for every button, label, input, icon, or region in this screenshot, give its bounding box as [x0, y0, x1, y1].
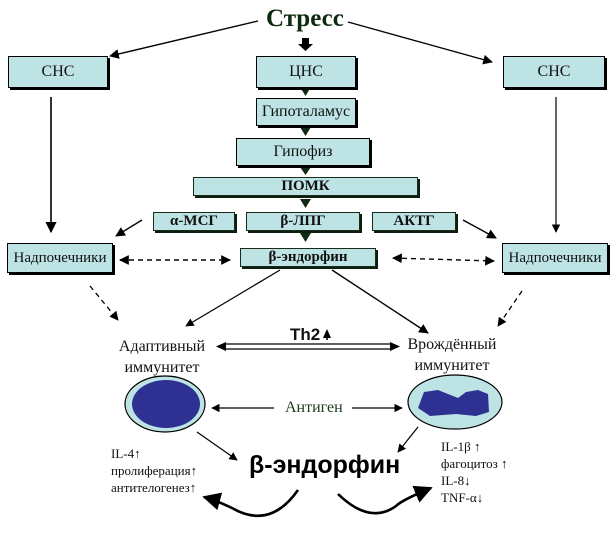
adaptive-effect-item: антителогенез↑ [111, 480, 197, 495]
arrow-hypothalamus-to-pituitary [300, 127, 311, 136]
beta-lph-box: β-ЛПГ [246, 212, 360, 231]
adaptive-line2: иммунитет [124, 359, 200, 376]
sns-right-box: СНС [503, 56, 605, 88]
innate-line2: иммунитет [414, 357, 490, 374]
arrow-endorphin-to-adaptive [185, 269, 281, 327]
arrow-cns-to-hypothalamus [300, 87, 311, 96]
adaptive-immunity-label: Адаптивный иммунитет [112, 336, 212, 378]
innate-effect-item: IL-8↓ [441, 473, 471, 488]
arrow-acth-to-adrenals [462, 219, 497, 239]
dashed-arrow-adrenals-to-adaptive [89, 285, 119, 321]
arrow-stress-to-cns [298, 38, 313, 51]
adaptive-line1: Адаптивный [118, 338, 206, 355]
innate-line1: Врождённый [407, 336, 497, 353]
antigen-label: Антиген [285, 399, 343, 416]
adrenals-right-box: Надпочечники [502, 243, 608, 273]
dashed-arrow-right-endorphin-adrenals [392, 253, 495, 266]
stress-title: Стресс [266, 5, 344, 32]
double-arrow-th2 [216, 342, 400, 351]
center-beta-endorphin-label: β-эндорфин [249, 451, 401, 479]
innate-effect-item: TNF-α↓ [441, 490, 484, 505]
beta-endorphin-box: β-эндорфин [240, 248, 376, 267]
curved-arrow-endorphin-to-adaptive-effects [202, 489, 300, 517]
arrow-pomc-to-beta-lph [300, 199, 311, 208]
arrow-beta-lph-to-endorphin [300, 233, 311, 242]
innate-cell-neutrophil [407, 374, 503, 430]
arrow-stress-to-sns-left [109, 20, 259, 59]
arrow-alpha-msh-to-adrenals [115, 219, 143, 237]
adaptive-effect-item: пролиферация↑ [111, 463, 198, 478]
adaptive-cell-lymphocyte [124, 375, 206, 433]
cns-box: ЦНС [256, 56, 356, 88]
adaptive-effects-list: IL-4↑ пролиферация↑ антителогенез↑ [111, 445, 197, 496]
arrow-pituitary-to-pomc [300, 167, 311, 175]
innate-effect-item: фагоцитоз ↑ [441, 456, 508, 471]
adaptive-effect-item: IL-4↑ [111, 446, 141, 461]
innate-effect-item: IL-1β ↑ [441, 439, 481, 454]
arrow-endorphin-to-innate [331, 269, 429, 334]
innate-immunity-label: Врождённый иммунитет [402, 334, 502, 376]
adrenals-left-box: Надпочечники [7, 243, 113, 273]
th2-label: Th2 [290, 325, 321, 344]
sns-left-box: СНС [8, 56, 108, 88]
pomc-box: ПОМК [193, 177, 418, 196]
arrow-innate-to-endorphin [397, 426, 419, 453]
alpha-msh-box: α-МСГ [153, 212, 235, 231]
arrow-stress-to-sns-right [347, 21, 493, 65]
curved-arrow-endorphin-to-innate-effects [337, 485, 433, 515]
hypothalamus-box: Гипоталамус [256, 98, 356, 126]
dashed-arrow-adrenals-to-innate [497, 290, 523, 327]
arrow-adaptive-to-endorphin [196, 431, 238, 461]
pituitary-box: Гипофиз [236, 138, 370, 166]
innate-effects-list: IL-1β ↑ фагоцитоз ↑ IL-8↓ TNF-α↓ [441, 438, 508, 506]
acth-box: АКТГ [372, 212, 456, 231]
